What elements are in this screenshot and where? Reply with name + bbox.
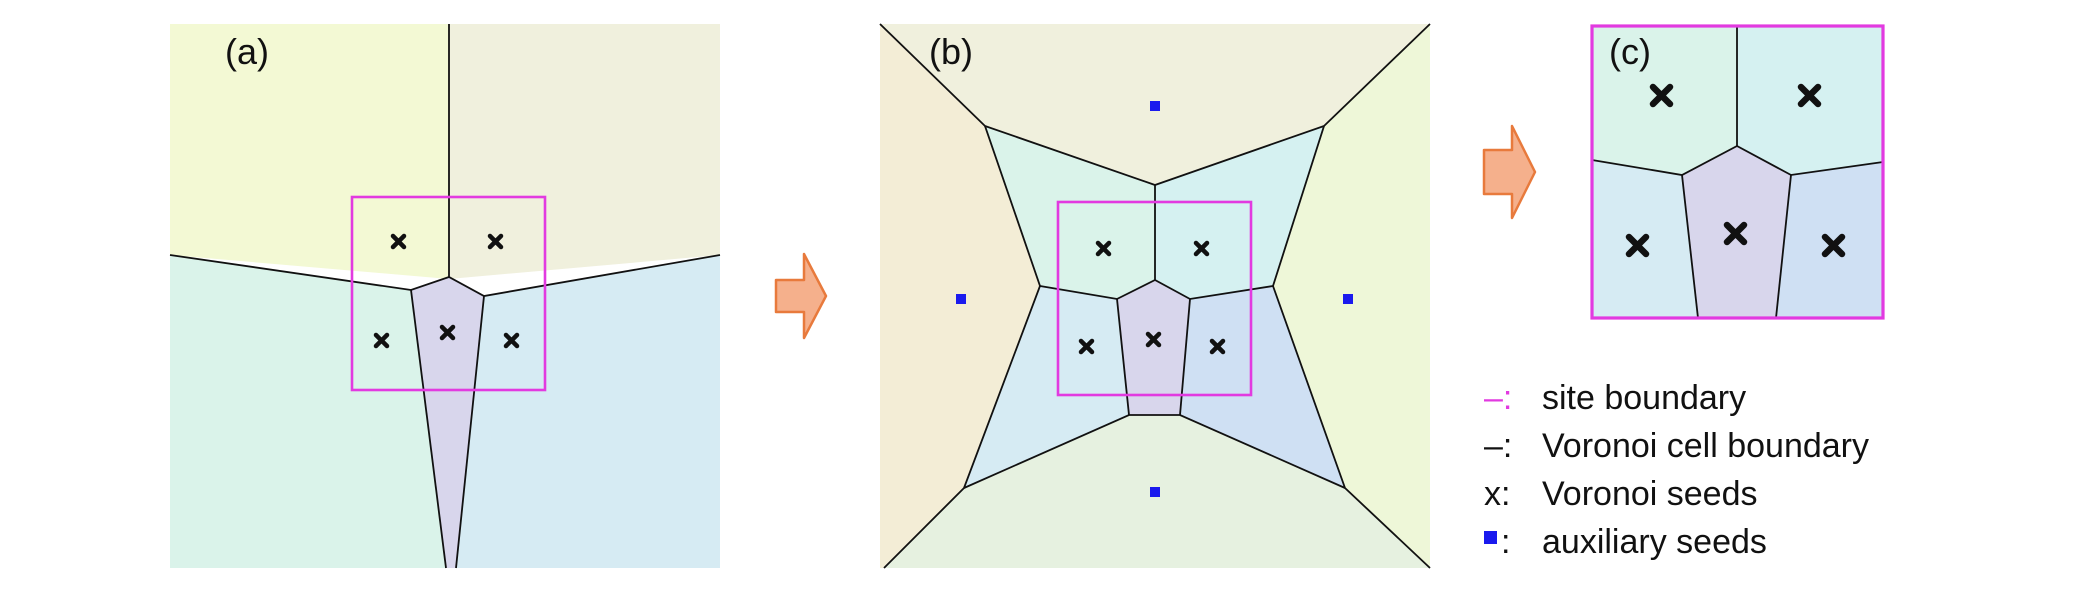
legend-item-cell-boundary: –: Voronoi cell boundary — [1484, 427, 1869, 465]
voronoi-seeds-a — [373, 233, 520, 349]
cell-boundaries-a — [169, 24, 721, 569]
panel-label-b: (b) — [929, 31, 973, 72]
legend-symbol-auxiliary-seeds: : — [1501, 523, 1510, 561]
seed-mark — [1797, 83, 1822, 108]
site-boundary-c — [1590, 24, 1885, 320]
cell-a-bottom-right — [456, 255, 720, 568]
cell-boundaries-c — [1591, 26, 1884, 319]
legend-item-auxiliary-seeds: : auxiliary seeds — [1484, 523, 1767, 561]
voronoi-seeds-c — [1625, 83, 1846, 258]
seed-mark — [1209, 338, 1226, 355]
seed-mark — [1193, 240, 1210, 257]
legend-label-auxiliary-seeds: auxiliary seeds — [1542, 523, 1767, 561]
cell-a-top-left — [170, 24, 449, 279]
auxiliary-seed-square — [1150, 101, 1160, 111]
legend-symbol-site-boundary: –: — [1484, 379, 1512, 417]
auxiliary-seed-square — [1150, 487, 1160, 497]
legend-label-site-boundary: site boundary — [1542, 379, 1746, 417]
seed-mark — [503, 332, 520, 349]
site-boundary-a — [350, 195, 547, 392]
arrow-right-icon — [1482, 124, 1537, 220]
auxiliary-seed-square — [956, 294, 966, 304]
voronoi-seeds-b — [1078, 240, 1226, 355]
legend-symbol-cell-boundary: –: — [1484, 427, 1512, 465]
legend-label-cell-boundary: Voronoi cell boundary — [1542, 427, 1869, 465]
panel-a: (a) — [169, 24, 721, 569]
site-boundary-b — [1056, 200, 1253, 397]
seed-mark — [1649, 83, 1674, 108]
auxiliary-seed-square — [1343, 294, 1353, 304]
seed-mark — [1145, 331, 1162, 348]
legend-label-voronoi-seeds: Voronoi seeds — [1542, 475, 1758, 513]
cell-b-inner-center — [1117, 280, 1190, 415]
panel-b: (b) — [879, 23, 1431, 569]
panel-label-a: (a) — [225, 31, 269, 72]
auxiliary-seeds-b — [956, 101, 1353, 497]
legend-item-voronoi-seeds: x: Voronoi seeds — [1484, 475, 1758, 513]
seed-mark — [1078, 338, 1095, 355]
seed-mark — [439, 324, 456, 341]
cell-a-center — [411, 277, 484, 568]
seed-mark — [1821, 233, 1846, 258]
seed-mark — [390, 233, 407, 250]
legend: –: site boundary –: Voronoi cell boundar… — [1484, 379, 1869, 561]
seed-mark — [1625, 233, 1650, 258]
auxiliary-seed-square-icon — [1484, 531, 1497, 544]
panel-label-c: (c) — [1609, 31, 1651, 72]
cell-b-inner-bottom-right — [1180, 286, 1345, 488]
cell-b-inner-bottom-left — [964, 286, 1129, 488]
seed-mark — [1095, 240, 1112, 257]
cell-a-bottom-left — [170, 255, 446, 568]
cell-a-top-right — [449, 24, 720, 279]
legend-symbol-voronoi-seeds: x: — [1484, 475, 1510, 513]
panel-c: (c) — [1590, 24, 1885, 320]
seed-mark — [373, 332, 390, 349]
arrow-right-icon — [774, 252, 828, 340]
cell-b-inner-top-left — [985, 126, 1155, 299]
seed-mark — [487, 233, 504, 250]
seed-mark — [1723, 221, 1748, 246]
legend-item-site-boundary: –: site boundary — [1484, 379, 1746, 417]
